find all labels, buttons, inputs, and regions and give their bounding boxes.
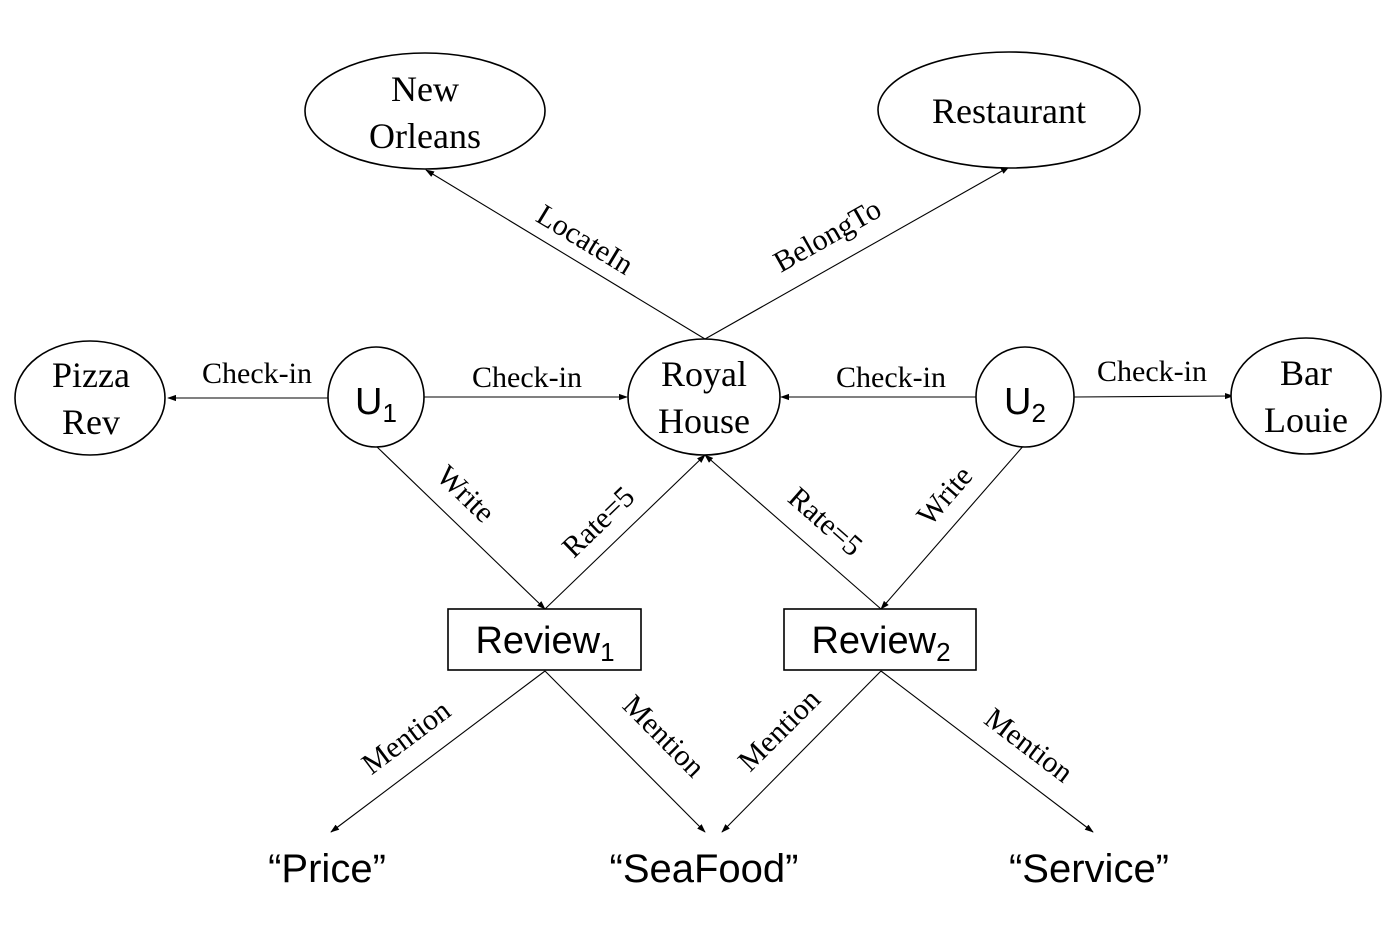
node-bar-louie: Bar Louie <box>1230 337 1382 455</box>
node-pizza-rev-line2: Rev <box>62 402 120 442</box>
edge-label-u2-bar-checkin: Check-in <box>1097 355 1207 388</box>
node-new-orleans-line2: Orleans <box>369 116 481 156</box>
node-restaurant-label: Restaurant <box>932 91 1086 131</box>
edge-review1-rate <box>544 454 706 610</box>
edge-u2-bar-checkin <box>1073 392 1234 400</box>
node-review2: Review2 <box>783 608 977 671</box>
node-pizza-rev-line1: Pizza <box>52 355 130 395</box>
word-price: “Price” <box>268 847 386 891</box>
node-u2: U2 <box>975 346 1075 448</box>
node-bar-louie-line1: Bar <box>1280 353 1332 393</box>
edge-label-review2-mention-service: Mention <box>978 702 1079 790</box>
edge-label-review1-mention-price: Mention <box>356 694 457 781</box>
node-restaurant: Restaurant <box>877 51 1141 169</box>
node-u1: U1 <box>327 346 425 448</box>
edges <box>167 166 1234 833</box>
node-review1-label: Review1 <box>475 620 614 667</box>
edge-u2-write <box>880 443 1026 610</box>
node-royal-house: Royal House <box>627 338 781 456</box>
edge-review1-mention-price <box>330 670 546 833</box>
node-review1: Review1 <box>447 608 642 671</box>
node-u1-label: U1 <box>355 381 397 428</box>
edge-label-locate-in: LocateIn <box>531 198 639 281</box>
node-pizza-rev: Pizza Rev <box>14 340 166 456</box>
edge-label-u1-write: Write <box>430 459 501 529</box>
edge-label-u2-write: Write <box>910 460 979 532</box>
edge-review2-mention-seafood <box>721 670 882 833</box>
node-royal-house-line1: Royal <box>661 354 747 394</box>
node-royal-house-line2: House <box>658 401 750 441</box>
node-new-orleans-line1: New <box>391 69 459 109</box>
edge-review2-mention-service <box>880 670 1094 833</box>
edge-label-review2-rate: Rate=5 <box>782 481 869 563</box>
node-review2-label: Review2 <box>811 620 950 667</box>
edge-labels: LocateIn BelongTo Check-in Check-in Chec… <box>202 192 1207 789</box>
node-new-orleans: New Orleans <box>304 52 546 170</box>
edge-label-review2-mention-seafood: Mention <box>732 683 827 778</box>
edge-label-review1-mention-seafood: Mention <box>616 689 711 784</box>
edge-label-u1-pizza-checkin: Check-in <box>202 357 312 390</box>
edge-review1-mention-seafood <box>544 670 706 833</box>
word-service: “Service” <box>1009 847 1169 891</box>
edge-belong-to <box>704 166 1010 340</box>
edge-review2-rate <box>704 454 882 610</box>
node-u2-label: U2 <box>1004 381 1046 428</box>
edge-label-belong-to: BelongTo <box>768 192 887 279</box>
edge-label-review1-rate: Rate=5 <box>556 480 642 564</box>
edge-locate-in <box>425 169 706 340</box>
edge-u1-write <box>375 445 546 610</box>
node-bar-louie-line2: Louie <box>1264 400 1348 440</box>
word-seafood: “SeaFood” <box>610 847 799 891</box>
edge-label-u1-royal-checkin: Check-in <box>472 361 582 394</box>
edge-label-u2-royal-checkin: Check-in <box>836 361 946 394</box>
